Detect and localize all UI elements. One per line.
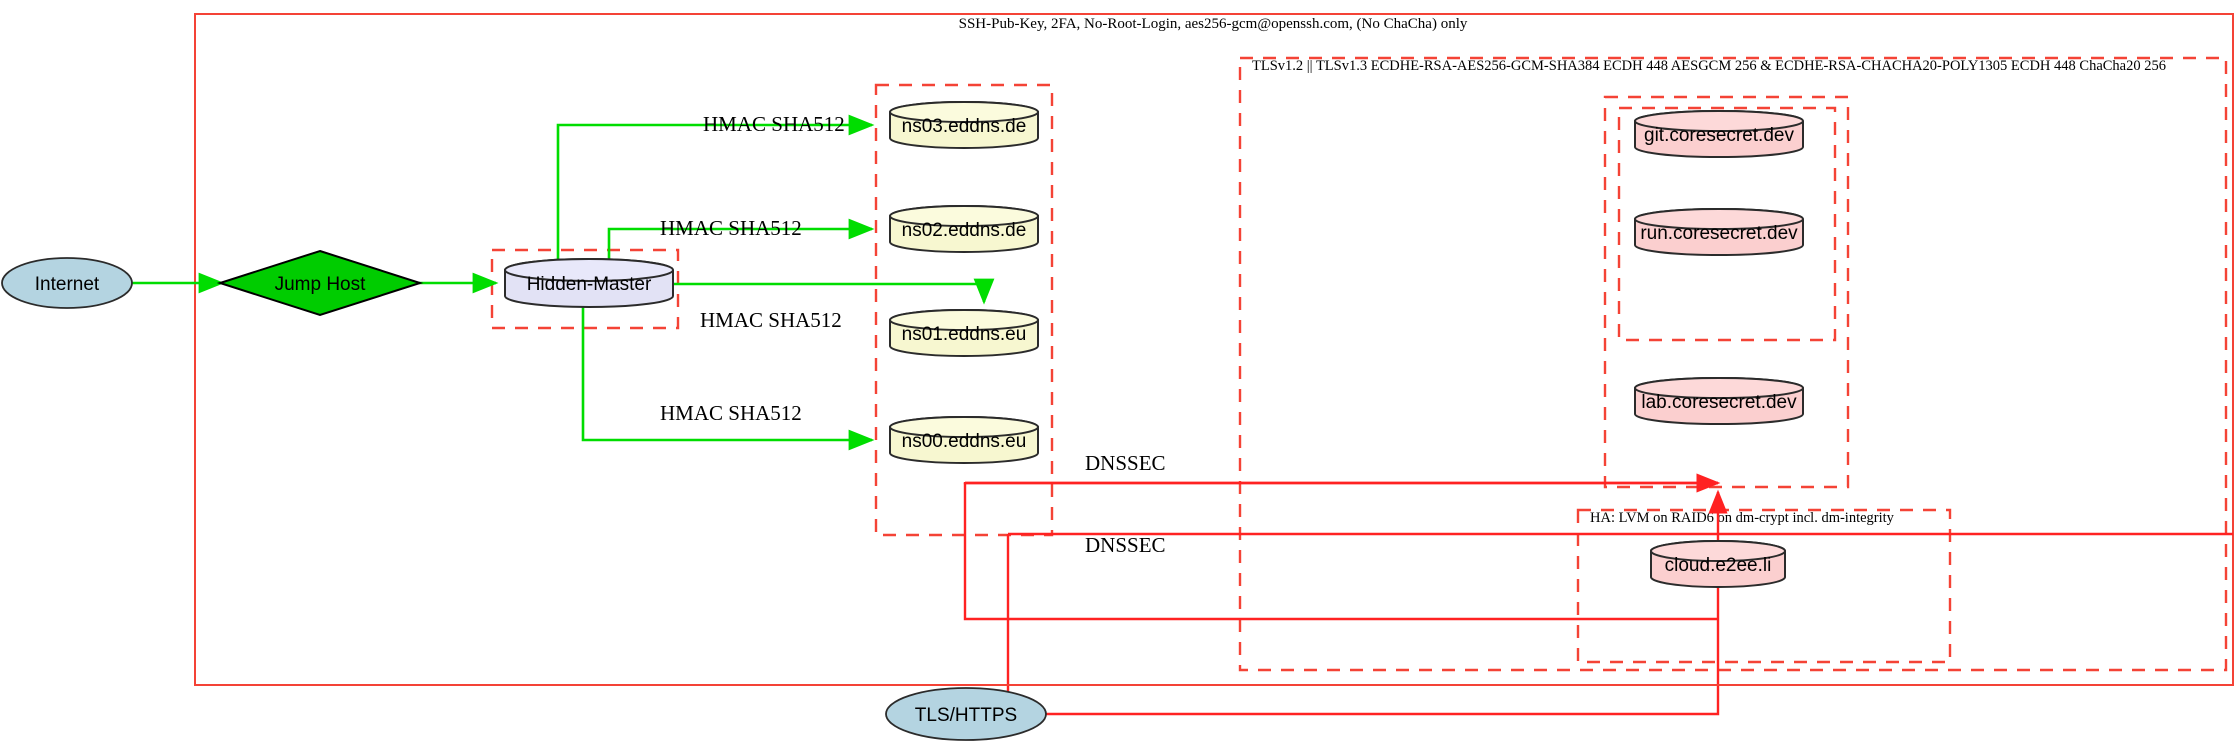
cluster-ssh-boundary (194, 13, 2234, 686)
edge-master-ns03 (556, 114, 875, 265)
ns03-label: ns03.eddns.de (902, 116, 1027, 137)
node-internet[interactable]: Internet (1, 257, 133, 309)
run-top (1634, 208, 1804, 230)
edge-label-hmac-ns00: HMAC SHA512 (660, 401, 802, 425)
ns01-top (889, 309, 1039, 331)
edge-label-dnssec-upper: DNSSEC (1085, 451, 1166, 475)
node-hidden-master[interactable]: Hidden-Master (504, 258, 674, 308)
node-jump-host[interactable]: Jump Host (216, 249, 424, 317)
node-git-coresecret[interactable]: git.coresecret.dev (1634, 110, 1804, 158)
tls-https-label: TLS/HTTPS (915, 705, 1017, 726)
cluster-label-ssh: SSH-Pub-Key, 2FA, No-Root-Login, aes256-… (959, 16, 1468, 32)
lab-label: lab.coresecret.dev (1641, 392, 1797, 413)
node-tls-https[interactable]: TLS/HTTPS (885, 687, 1047, 741)
cloud-top (1650, 540, 1786, 562)
cluster-label-tls: TLSv1.2 || TLSv1.3 ECDHE-RSA-AES256-GCM-… (1252, 58, 2166, 74)
cluster-coresecret-outer-boundary (1603, 95, 1850, 489)
ns00-top (889, 416, 1039, 438)
ns02-label: ns02.eddns.de (902, 220, 1027, 241)
jump-host-label: Jump Host (275, 274, 367, 295)
edge-label-dnssec-lower: DNSSEC (1085, 533, 1166, 557)
edge-master-ns00 (581, 305, 875, 451)
git-top (1634, 110, 1804, 132)
node-run-coresecret[interactable]: run.coresecret.dev (1634, 208, 1804, 256)
lab-top (1634, 377, 1804, 399)
internet-label: Internet (35, 274, 100, 295)
cluster-coresecret-inner-boundary (1617, 106, 1837, 342)
edge-label-hmac-ns03: HMAC SHA512 (703, 112, 845, 136)
ns00-label: ns00.eddns.eu (902, 431, 1027, 452)
edge-master-ns02 (607, 218, 875, 265)
node-ns02[interactable]: ns02.eddns.de (889, 205, 1039, 253)
cluster-tls-boundary (1238, 56, 2228, 672)
node-cloud-e2ee[interactable]: cloud.e2ee.li (1650, 540, 1786, 588)
git-label: git.coresecret.dev (1644, 125, 1794, 146)
edge-master-ns01 (672, 278, 995, 305)
edge-label-hmac-ns01: HMAC SHA512 (700, 308, 842, 332)
ns02-top (889, 205, 1039, 227)
ns01-label: ns01.eddns.eu (902, 324, 1027, 345)
cloud-label: cloud.e2ee.li (1665, 555, 1772, 576)
cluster-label-ha: HA: LVM on RAID6 on dm-crypt incl. dm-in… (1590, 510, 1895, 526)
cluster-ha-boundary (1576, 508, 1952, 664)
node-lab-coresecret[interactable]: lab.coresecret.dev (1634, 377, 1804, 425)
hidden-master-label: Hidden-Master (527, 274, 652, 295)
node-ns01[interactable]: ns01.eddns.eu (889, 309, 1039, 357)
node-ns03[interactable]: ns03.eddns.de (889, 101, 1039, 149)
tls-https-shape (885, 687, 1047, 741)
run-label: run.coresecret.dev (1640, 223, 1798, 244)
hidden-master-top (504, 258, 674, 282)
edge-label-hmac-ns02: HMAC SHA512 (660, 216, 802, 240)
jump-host-shape (216, 249, 424, 317)
ns03-top (889, 101, 1039, 123)
internet-shape (1, 257, 133, 309)
node-ns00[interactable]: ns00.eddns.eu (889, 416, 1039, 464)
edge-dnssec-route-1 (963, 483, 1718, 621)
